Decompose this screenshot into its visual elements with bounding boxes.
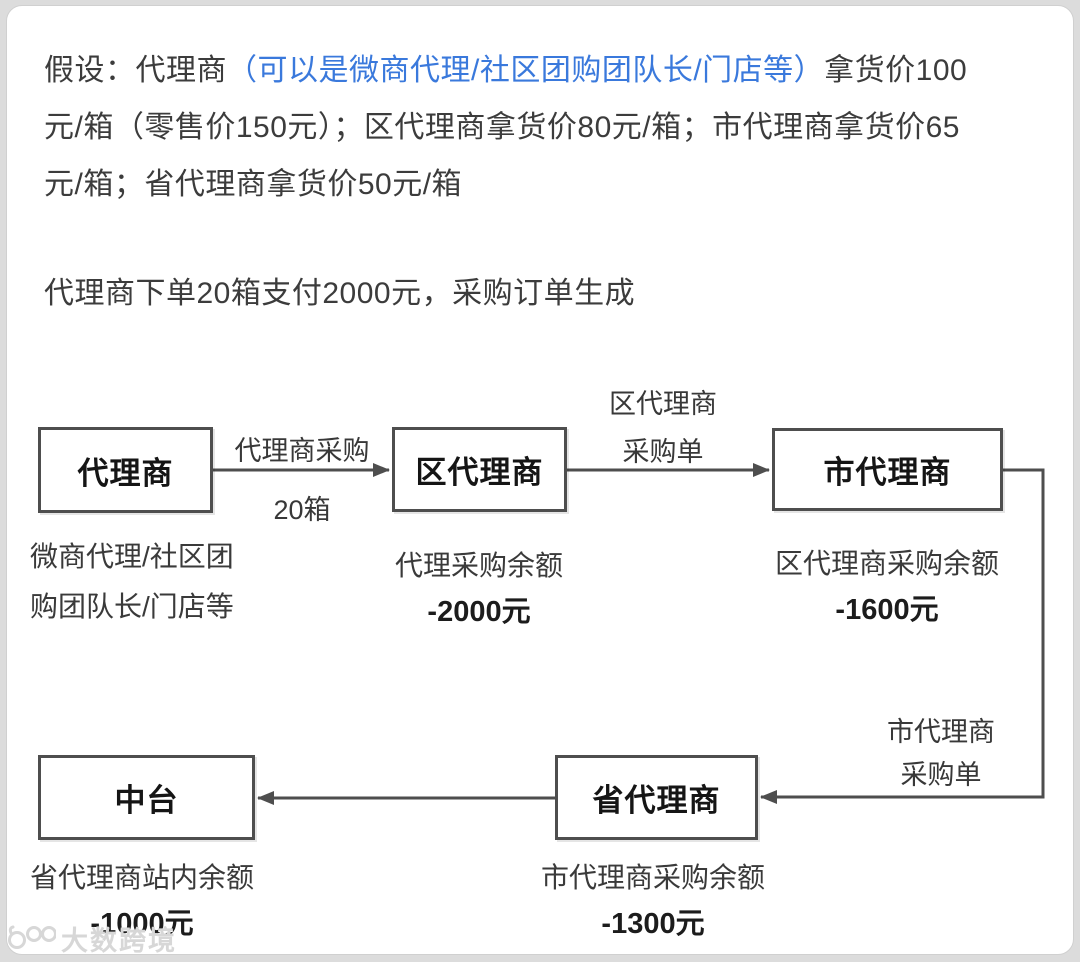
- assumption-paragraph: 假设：代理商（可以是微商代理/社区团购团队长/门店等）拿货价100 元/箱（零售…: [44, 42, 1049, 213]
- edge-city-province-label-line1: 市代理商: [887, 717, 995, 747]
- city-balance-value: -1600元: [835, 594, 939, 626]
- edge-district-city-label-line1: 区代理商: [609, 389, 717, 419]
- edge-agent-district-label-top: 代理商采购: [234, 436, 370, 466]
- assumption-line-1: 假设：代理商（可以是微商代理/社区团购团队长/门店等）拿货价100: [44, 42, 1049, 99]
- district-balance-value: -2000元: [427, 596, 531, 628]
- order-note: 代理商下单20箱支付2000元，采购订单生成: [44, 277, 636, 310]
- node-district-agent: 区代理商: [392, 427, 567, 512]
- platform-balance-label: 省代理商站内余额: [29, 862, 254, 893]
- node-city-agent: 市代理商: [772, 428, 1003, 511]
- platform-balance-value: -1000元: [90, 908, 194, 940]
- node-platform: 中台: [38, 755, 255, 840]
- node-province-agent: 省代理商: [555, 755, 758, 840]
- watermark-text: 大数跨境: [61, 925, 177, 956]
- watermark-logo-icon: [8, 925, 56, 949]
- edge-agent-district-label-bottom: 20箱: [273, 495, 331, 525]
- assumption-highlight: （可以是微商代理/社区团购团队长/门店等）: [227, 54, 825, 87]
- node-agent: 代理商: [38, 427, 213, 513]
- city-balance-label: 区代理商采购余额: [774, 548, 999, 579]
- node-platform-label: 中台: [114, 783, 179, 818]
- province-balance-label: 市代理商采购余额: [540, 862, 765, 893]
- edge-district-city-label-line2: 采购单: [622, 437, 704, 467]
- node-city-agent-label: 市代理商: [823, 455, 952, 490]
- node-agent-label: 代理商: [77, 455, 174, 491]
- province-balance-value: -1300元: [601, 908, 705, 940]
- arrow-city-to-province: [760, 468, 1045, 804]
- node-district-agent-label: 区代理商: [415, 455, 544, 490]
- assumption-text-cont: 拿货价100: [824, 54, 968, 87]
- node-province-agent-label: 省代理商: [592, 783, 721, 818]
- edge-city-province-label-line2: 采购单: [900, 760, 982, 790]
- agent-note: 微商代理/社区团 购团队长/门店等: [30, 532, 234, 632]
- district-balance-label: 代理采购余额: [394, 550, 563, 581]
- watermark: 大数跨境: [8, 922, 177, 956]
- assumption-line-3: 元/箱；省代理商拿货价50元/箱: [44, 168, 463, 201]
- assumption-text: 假设：代理商: [44, 54, 227, 87]
- agent-note-line-1: 微商代理/社区团: [30, 541, 234, 572]
- agent-note-line-2: 购团队长/门店等: [30, 591, 234, 622]
- assumption-line-2: 元/箱（零售价150元）；区代理商拿货价80元/箱；市代理商拿货价65: [44, 111, 960, 144]
